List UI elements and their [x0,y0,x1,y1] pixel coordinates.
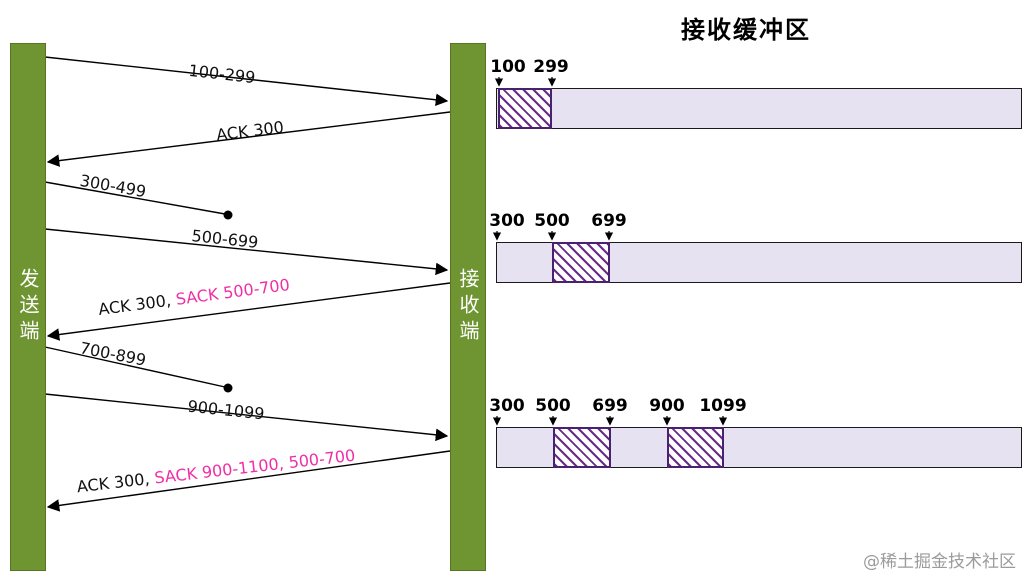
b2-tick-699: 699 [591,211,627,231]
receive-buffer-1 [496,88,1022,129]
b3-tick-1099: 1099 [699,396,747,416]
b3-tick-699: 699 [592,396,628,416]
watermark: @稀土掘金技术社区 [863,552,1016,572]
buffer1-filled-100-299 [498,88,552,129]
message-label-ack300-sack900-1100: ACK 300, SACK 900-1100, 500-700 [76,446,356,497]
message-label-900-1099: 900-1099 [186,396,266,424]
buffer2-filled-500-699 [552,242,610,283]
ack-part: ACK 300, [97,289,178,320]
sack-part: SACK 500-700 [174,274,291,309]
message-label-ack300-1: ACK 300 [215,117,285,145]
message-label-500-699: 500-699 [190,226,260,252]
ack-part: ACK 300, [75,468,156,497]
message-label-700-899: 700-899 [78,338,148,370]
receive-buffer-title: 接收缓冲区 [681,15,811,44]
packet-loss-dot-1 [223,210,233,220]
b2-tick-300: 300 [489,211,525,231]
sender-label: 发送端 [16,268,40,346]
b3-tick-900: 900 [649,396,685,416]
receive-buffer-2 [496,242,1022,283]
sack-part: SACK 900-1100, 500-700 [153,445,357,488]
receiver-bar: 接收端 [450,43,486,571]
b3-tick-300: 300 [489,396,525,416]
message-label-ack300-sack500-700: ACK 300, SACK 500-700 [97,275,291,319]
b2-tick-500: 500 [534,211,570,231]
receive-buffer-3 [496,427,1022,468]
sender-bar: 发送端 [10,43,46,571]
receiver-label: 接收端 [456,268,480,346]
buffer3-filled-500-699 [553,427,611,468]
packet-loss-dot-2 [223,383,233,393]
b1-tick-299: 299 [533,57,569,77]
b3-tick-500: 500 [535,396,571,416]
message-label-100-299: 100-299 [187,60,257,88]
buffer3-filled-900-1099 [667,427,724,468]
b1-tick-100: 100 [490,57,526,77]
message-label-300-499: 300-499 [78,170,148,202]
